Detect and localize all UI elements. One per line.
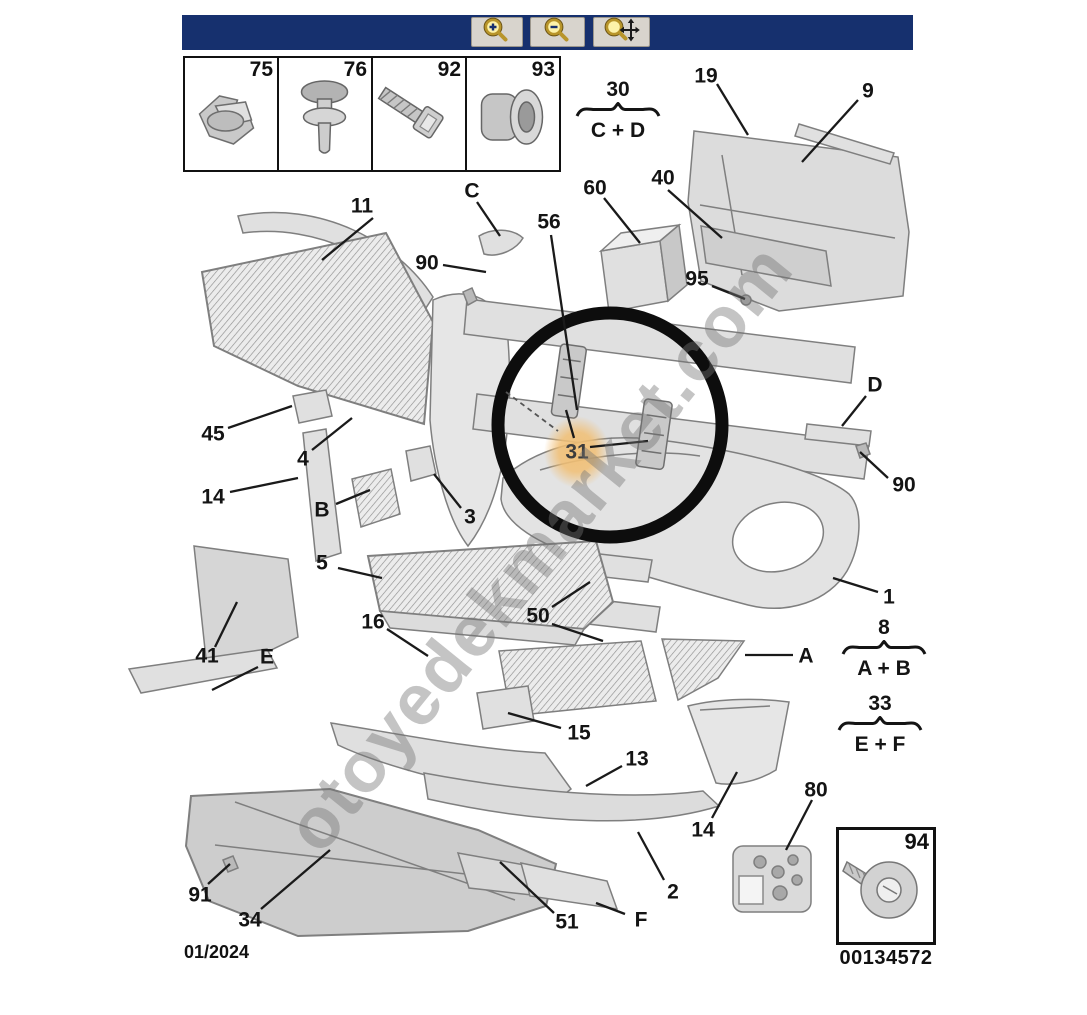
fastener-cell-76: 76 xyxy=(279,58,373,170)
part-label-11[interactable]: 11 xyxy=(350,194,374,218)
fastener-number: 92 xyxy=(437,58,461,81)
fastener-number: 75 xyxy=(249,58,273,81)
part-label-16[interactable]: 16 xyxy=(361,610,385,634)
part-label-E[interactable]: E xyxy=(259,645,275,669)
part-label-60[interactable]: 60 xyxy=(583,176,607,200)
part-label-19[interactable]: 19 xyxy=(694,64,718,88)
group-items: E + F xyxy=(854,733,906,756)
part-label-15[interactable]: 15 xyxy=(567,721,591,745)
toolbar xyxy=(182,15,913,50)
fastener-legend-box: 75 76 92 xyxy=(183,56,561,172)
zoom-out-button[interactable] xyxy=(530,17,585,47)
zoom-in-button[interactable] xyxy=(471,17,523,47)
part-label-D[interactable]: D xyxy=(867,373,883,397)
group-number: 33 xyxy=(868,692,892,715)
inset-94-box: 94 xyxy=(836,827,936,945)
group-label-30[interactable]: 30 C + D xyxy=(575,79,661,141)
part-31-highlight xyxy=(544,416,610,488)
reference-code: 00134572 xyxy=(839,947,933,969)
part-label-41[interactable]: 41 xyxy=(195,644,219,668)
part-label-80[interactable]: 80 xyxy=(804,778,828,802)
part-label-50[interactable]: 50 xyxy=(526,604,550,628)
part-label-34[interactable]: 34 xyxy=(238,908,262,932)
brace-icon xyxy=(841,640,927,655)
group-number: 30 xyxy=(606,78,630,101)
part-label-56[interactable]: 56 xyxy=(537,210,561,234)
brace-icon xyxy=(575,102,661,117)
group-label-8[interactable]: 8 A + B xyxy=(841,617,927,679)
part-label-14[interactable]: 14 xyxy=(201,485,225,509)
part-label-40[interactable]: 40 xyxy=(651,166,675,190)
inset-number: 94 xyxy=(904,829,929,854)
part-label-14[interactable]: 14 xyxy=(691,818,715,842)
group-items: C + D xyxy=(590,119,646,142)
part-label-90[interactable]: 90 xyxy=(415,251,439,275)
grille-shape xyxy=(200,231,435,426)
magnifier-minus-icon xyxy=(543,17,573,48)
part-label-F[interactable]: F xyxy=(634,908,648,932)
part-label-95[interactable]: 95 xyxy=(685,267,709,291)
fastener-cell-93: 93 xyxy=(467,58,559,170)
selection-circle xyxy=(491,306,729,544)
fastener-cell-92: 92 xyxy=(373,58,467,170)
part-label-90[interactable]: 90 xyxy=(892,473,916,497)
part-label-91[interactable]: 91 xyxy=(188,883,212,907)
group-number: 8 xyxy=(878,616,890,639)
part-label-2[interactable]: 2 xyxy=(667,880,679,904)
part-label-1[interactable]: 1 xyxy=(883,585,895,609)
brace-icon xyxy=(837,716,923,731)
magnifier-plus-icon xyxy=(482,17,512,48)
fastener-cell-75: 75 xyxy=(185,58,279,170)
magnifier-move-icon xyxy=(604,17,640,48)
catalog-date: 01/2024 xyxy=(184,942,250,962)
zoom-pan-button[interactable] xyxy=(593,17,650,47)
part-label-5[interactable]: 5 xyxy=(316,551,328,575)
part-label-B[interactable]: B xyxy=(314,498,330,522)
part-label-4[interactable]: 4 xyxy=(297,447,309,471)
part-label-A[interactable]: A xyxy=(798,644,814,668)
fastener-number: 76 xyxy=(343,58,367,81)
part-label-45[interactable]: 45 xyxy=(201,422,225,446)
group-label-33[interactable]: 33 E + F xyxy=(837,693,923,755)
part-label-51[interactable]: 51 xyxy=(555,910,579,934)
part-label-C[interactable]: C xyxy=(464,179,480,203)
part-label-9[interactable]: 9 xyxy=(862,79,874,103)
part-label-13[interactable]: 13 xyxy=(625,747,649,771)
part-label-3[interactable]: 3 xyxy=(464,505,476,529)
fastener-number: 93 xyxy=(531,58,555,81)
leader-lines xyxy=(207,83,889,916)
group-items: A + B xyxy=(857,657,911,680)
part-label-31[interactable]: 31 xyxy=(565,440,589,464)
